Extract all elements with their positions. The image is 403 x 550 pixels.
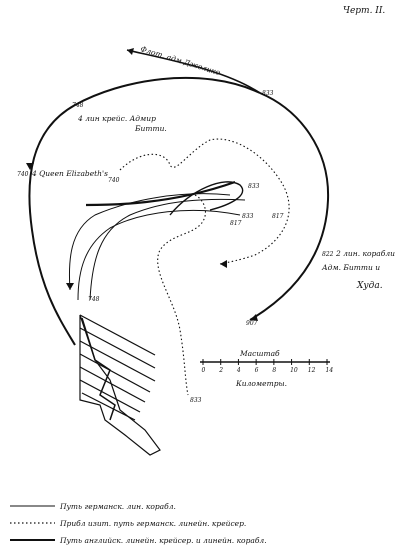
scale-tick-label: 0 — [202, 367, 206, 374]
label-beatty-hood-2: Адм. Битти и — [321, 263, 380, 272]
time-833-bottom: 833 — [190, 397, 202, 404]
time-833-center: 833 — [242, 213, 254, 220]
time-907: 907 — [246, 320, 258, 327]
time-833-mid: 833 — [248, 183, 260, 190]
british-line-hatch — [79, 314, 156, 421]
label-queen-elizabeths: 4 Queen Elizabeth's — [31, 169, 108, 178]
time-748-lower: 748 — [88, 296, 100, 303]
label-jellicoe-fleet: Флот. адм Джелико — [139, 44, 221, 77]
arrow-left-track — [26, 163, 34, 170]
british-line-hatch-outline — [79, 314, 161, 456]
arrow-dotted — [220, 260, 227, 268]
arrow-german-1 — [66, 283, 74, 290]
german-bc-track-dotted — [119, 138, 290, 265]
british-track-loop — [169, 181, 244, 216]
scale-tick-label: 8 — [272, 367, 276, 374]
time-817: 817 — [272, 213, 284, 220]
scale-tick-label: 2 — [218, 367, 223, 374]
british-track-east — [249, 92, 330, 321]
legend-label-british: Путь английск. линейн. крейсер. и линейн… — [59, 536, 267, 545]
scale-title: Масштаб — [239, 349, 280, 358]
arrow-east — [250, 314, 258, 321]
label-beatty-bc-1: 4 лин крейс. Адмир — [77, 114, 156, 123]
figure-label: Черт. II. — [343, 6, 385, 16]
british-track-main — [28, 76, 261, 346]
scale-tick-label: 10 — [290, 367, 298, 374]
label-beatty-hood-3: Худа. — [356, 281, 383, 291]
label-beatty-hood-1: 2 лин. корабли — [335, 249, 395, 258]
scale-ticks: 0 2 4 6 8 10 12 14 — [202, 359, 334, 374]
british-track-jellicoe — [126, 49, 261, 94]
time-817-b: 817 — [230, 220, 242, 227]
british-track-beatty — [85, 180, 236, 207]
arrow-jellicoe — [127, 48, 134, 55]
legend-label-german-bc: Прибл изит. путь германск. линейн. крейс… — [59, 519, 246, 528]
time-748-top: 748 — [72, 102, 84, 109]
british-line-zigzag — [81, 317, 116, 421]
scale-tick-label: 12 — [308, 367, 316, 374]
german-track-3 — [77, 209, 241, 301]
legend-label-german-battleship: Путь германск. лин. корабл. — [59, 502, 176, 511]
time-833-top: 833 — [262, 90, 274, 97]
time-740-mid: 740 — [108, 177, 120, 184]
time-740-left: 740 — [17, 171, 29, 178]
german-bc-track-dotted-2 — [157, 194, 206, 396]
scale-tick-label: 6 — [255, 367, 259, 374]
german-track-1 — [68, 193, 231, 291]
time-822: 822 — [322, 251, 334, 258]
german-track-2 — [89, 198, 246, 301]
scale-tick-label: 4 — [236, 367, 241, 374]
scale-unit: Километры. — [235, 379, 287, 388]
label-beatty-bc-2: Битти. — [134, 124, 167, 133]
scale-tick-label: 14 — [326, 367, 334, 374]
